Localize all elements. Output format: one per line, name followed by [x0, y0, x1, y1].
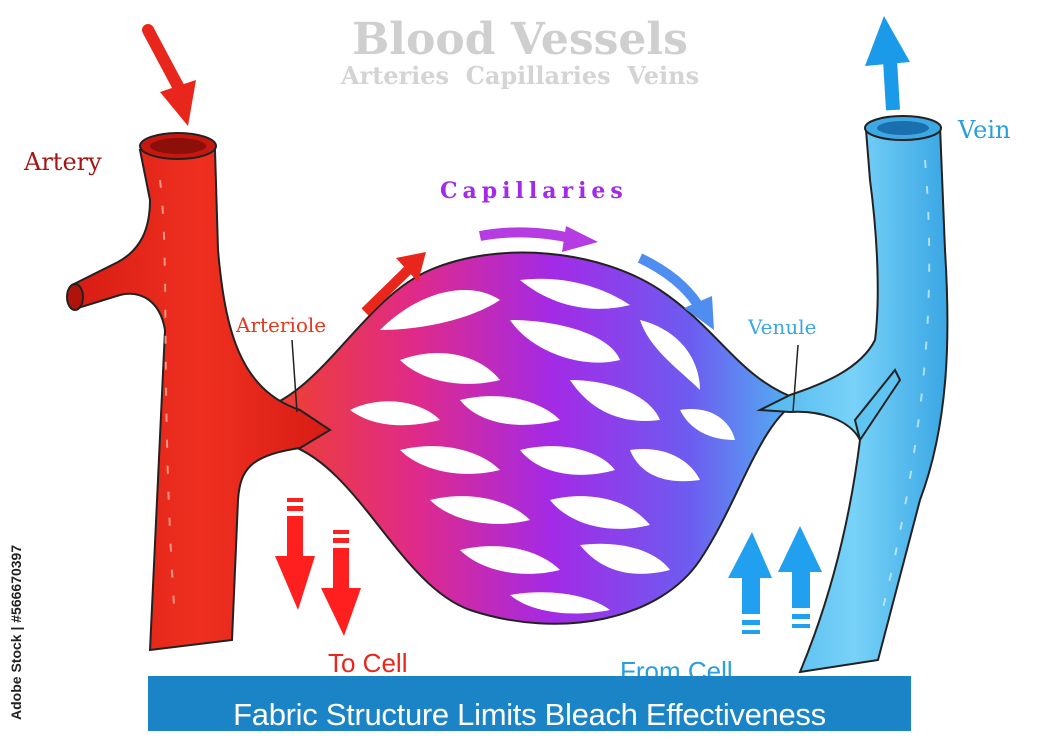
vein-label: Vein: [957, 116, 1010, 144]
to-cell-label: To Cell: [328, 648, 407, 678]
vein-vessel: [756, 115, 949, 674]
capillary-network: [247, 251, 803, 625]
caption-banner: Fabric Structure Limits Bleach Effective…: [148, 676, 911, 731]
arteriole-label: Arteriole: [235, 313, 326, 337]
from-cell-arrows-icon: [728, 526, 822, 634]
artery-vessel: [66, 132, 332, 652]
capillaries-label: Capillaries: [440, 178, 628, 204]
to-cell-arrows-icon: [275, 498, 361, 636]
diagram-subtitle: Arteries Capillaries Veins: [340, 61, 699, 90]
artery-label: Artery: [23, 148, 102, 176]
vein-outflow-arrow-icon: [865, 16, 910, 111]
capillary-flow-arrows: [361, 226, 714, 330]
stock-watermark-id: Adobe Stock | #566670397: [8, 544, 24, 720]
diagram-title: Blood Vessels: [352, 14, 688, 65]
venule-label: Venule: [747, 315, 816, 339]
artery-inflow-arrow-icon: [142, 24, 196, 126]
